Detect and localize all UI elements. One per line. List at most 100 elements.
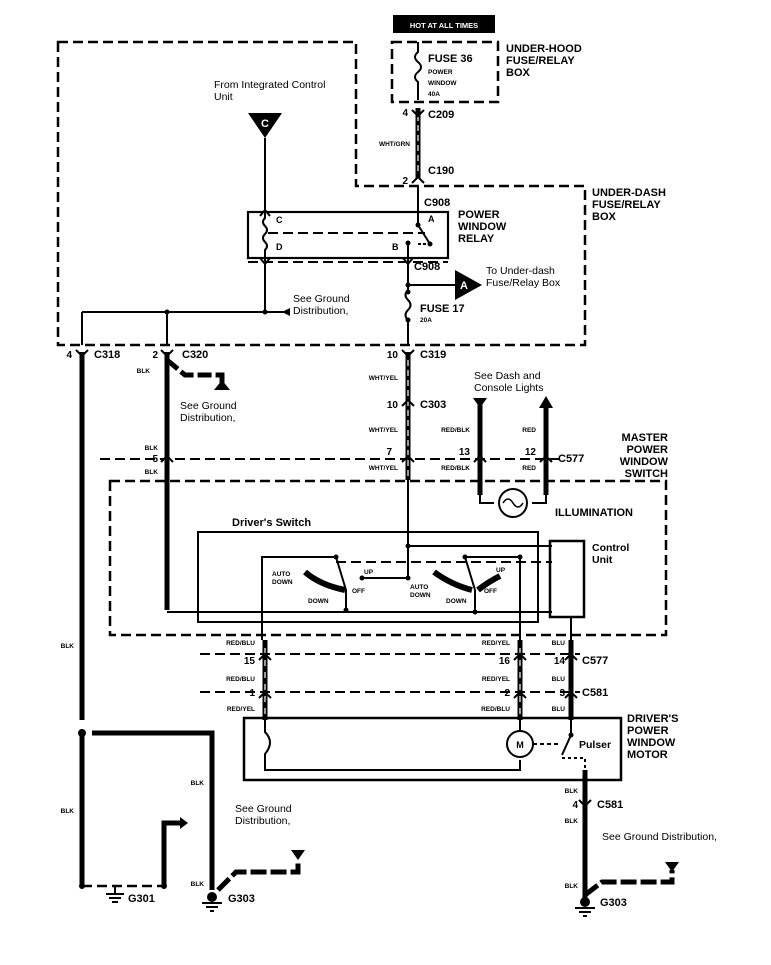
blk-label-motor-3: BLK xyxy=(565,883,579,890)
c577-pin-blk: 5 xyxy=(152,454,158,465)
blk-label-c320: BLK xyxy=(137,368,151,375)
c908-top-label: C908 xyxy=(424,197,450,209)
icu-letter: C xyxy=(261,118,269,130)
control-unit: Control Unit xyxy=(548,539,629,640)
fuse17-label: FUSE 17 xyxy=(420,303,465,315)
hot-at-all-times-banner xyxy=(393,15,495,33)
blk-label-left-0: BLK xyxy=(61,643,75,650)
motor-title-2: POWER xyxy=(627,725,669,737)
fuse17-symbol xyxy=(404,289,412,345)
drivers-power-window-motor: M Pulser DRIVER'S POWER WINDOW MOTOR xyxy=(242,713,679,782)
hot-at-all-times-label: HOT AT ALL TIMES xyxy=(410,21,478,30)
fuse17-rating: 20A xyxy=(420,317,432,324)
blu-label-2: BLU xyxy=(552,676,566,683)
red-blu-label-1: RED/BLU xyxy=(226,640,255,647)
red-blu-label-2: RED/BLU xyxy=(226,676,255,683)
underdash-triangle-icon xyxy=(455,270,482,300)
see-dash-label-1: See Dash and xyxy=(474,370,541,382)
c908-bottom-label: C908 xyxy=(414,261,440,273)
c318-pin: 4 xyxy=(66,350,72,361)
auto-down-label-2a: AUTO xyxy=(410,584,428,591)
blk-label-3: BLK xyxy=(145,469,159,476)
power-window-relay: C908 POWER WINDOW RELAY C D A B C908 xyxy=(246,186,507,273)
c319-pin: 10 xyxy=(387,350,399,361)
off-label-2: OFF xyxy=(484,588,497,595)
fuse36-symbol xyxy=(414,42,422,100)
c190-label: C190 xyxy=(428,165,454,177)
blu-label-1: BLU xyxy=(552,640,566,647)
control-unit-label-2: Unit xyxy=(592,554,613,566)
c577-pin-redblk: 13 xyxy=(459,447,471,458)
master-switch-title-2: POWER xyxy=(626,444,668,456)
master-switch-outline xyxy=(108,479,668,637)
ground-g303-left-icon xyxy=(202,892,222,912)
relay-terminal-c: C xyxy=(276,215,283,225)
motor-title-1: DRIVER'S xyxy=(627,713,679,725)
see-ground-left-1: See Ground xyxy=(235,803,292,815)
fuse36-desc1: POWER xyxy=(428,69,453,76)
see-ground-c320-2: Distribution, xyxy=(180,412,235,424)
see-ground-motor: See Ground Distribution, xyxy=(602,831,717,843)
blu-label-3: BLU xyxy=(552,706,566,713)
illumination-bulb: ILLUMINATION xyxy=(479,481,633,519)
ground-arrow-icon xyxy=(282,308,290,316)
wht-yel-label-1: WHT/YEL xyxy=(369,375,398,382)
auto-down-label-1a: AUTO xyxy=(272,571,290,578)
motor-title-3: WINDOW xyxy=(627,737,676,749)
underhood-box-outline xyxy=(390,40,500,104)
blk-label-left-2: BLK xyxy=(191,780,205,787)
blk-label-left-3: BLK xyxy=(191,881,205,888)
drivers-switch: Driver's Switch AUTO DOWN DOWN OFF UP AU… xyxy=(167,480,552,640)
red-blk-label-1: RED/BLK xyxy=(441,427,470,434)
red-label-2: RED xyxy=(522,465,536,472)
wht-yel-label-3: WHT/YEL xyxy=(369,465,398,472)
red-yel-label-1: RED/YEL xyxy=(482,640,510,647)
see-ground-c320-1: See Ground xyxy=(180,400,237,412)
illumination-label: ILLUMINATION xyxy=(555,507,633,519)
control-unit-label-1: Control xyxy=(592,542,629,554)
off-label-1: OFF xyxy=(352,588,365,595)
dash-lights-wires: See Dash and Console Lights RED/BLK RED … xyxy=(441,370,553,495)
relay-terminal-a: A xyxy=(428,214,435,224)
g301-label: G301 xyxy=(128,893,155,905)
c581-pin-blk: 4 xyxy=(572,800,578,811)
master-switch-title-4: SWITCH xyxy=(625,468,668,480)
ground-g303-right-icon xyxy=(575,897,595,917)
c577-top-label: C577 xyxy=(558,453,584,465)
c581-pin-blu: 3 xyxy=(559,688,565,699)
c581-ground-label: C581 xyxy=(597,799,623,811)
see-dash-label-2: Console Lights xyxy=(474,382,543,394)
c581-pin-redblu: 1 xyxy=(249,688,255,699)
c581-label: C581 xyxy=(582,687,608,699)
auto-down-label-1b: DOWN xyxy=(272,579,293,586)
c577-pin-whtyel: 7 xyxy=(386,447,392,458)
from-icu-reference: From Integrated Control Unit C xyxy=(214,79,325,210)
wht-grn-label: WHT/GRN xyxy=(379,141,410,148)
master-switch-title-1: MASTER xyxy=(622,432,669,444)
underhood-box-label-3: BOX xyxy=(506,67,531,79)
c577-pin-red: 12 xyxy=(525,447,537,458)
c303-pin: 10 xyxy=(387,400,399,411)
motor-letter: M xyxy=(516,740,524,750)
from-icu-label-1: From Integrated Control xyxy=(214,79,325,91)
down-label-1: DOWN xyxy=(308,598,329,605)
see-ground-relay-1: See Ground xyxy=(293,293,350,305)
relay-title-3: RELAY xyxy=(458,233,495,245)
up-label-1: UP xyxy=(364,569,374,576)
c320-label: C320 xyxy=(182,349,208,361)
c190-pin: 2 xyxy=(402,176,408,187)
red-yel-label-3: RED/YEL xyxy=(227,706,255,713)
relay-title-2: WINDOW xyxy=(458,221,507,233)
pulser-label: Pulser xyxy=(579,739,611,751)
motor-title-4: MOTOR xyxy=(627,749,668,761)
master-switch-title-3: WINDOW xyxy=(620,456,669,468)
c303-label: C303 xyxy=(420,399,446,411)
c577-pin-blu: 14 xyxy=(554,656,566,667)
c577-top-row: BLK 5 BLK 7 13 12 C577 xyxy=(100,445,584,476)
red-yel-label-2: RED/YEL xyxy=(482,676,510,683)
dash-lights-arrow-out-icon xyxy=(539,396,553,408)
up-label-2: UP xyxy=(496,567,506,574)
red-blk-label-2: RED/BLK xyxy=(441,465,470,472)
drivers-switch-label: Driver's Switch xyxy=(232,517,311,529)
